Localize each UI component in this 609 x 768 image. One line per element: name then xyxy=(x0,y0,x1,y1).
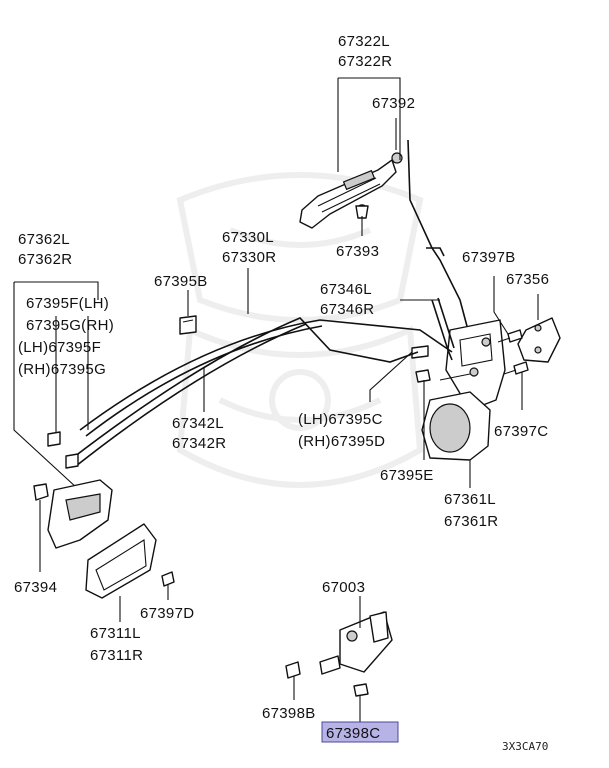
label-67330r[interactable]: 67330R xyxy=(222,249,276,266)
label-67395d[interactable]: (RH)67395D xyxy=(298,433,385,450)
nut-67398c[interactable] xyxy=(353,683,369,722)
actuator-67003-part[interactable] xyxy=(319,611,393,675)
label-67342l[interactable]: 67342L xyxy=(172,415,224,432)
label-67394[interactable]: 67394 xyxy=(14,579,57,596)
label-67395g-rh[interactable]: 67395G(RH) xyxy=(26,317,114,334)
label-67322l[interactable]: 67322L xyxy=(338,33,390,50)
label-67346l[interactable]: 67346L xyxy=(320,281,372,298)
screw-67397c[interactable] xyxy=(503,361,529,375)
screw-67397b[interactable] xyxy=(497,329,523,343)
clip-67395f[interactable] xyxy=(47,431,61,447)
label-67361l[interactable]: 67361L xyxy=(444,491,496,508)
label-67398b[interactable]: 67398B xyxy=(262,705,316,722)
label-67395b[interactable]: 67395B xyxy=(154,273,208,290)
label-67361r[interactable]: 67361R xyxy=(444,513,498,530)
label-67346r[interactable]: 67346R xyxy=(320,301,374,318)
label-67322r[interactable]: 67322R xyxy=(338,53,392,70)
screw-67397d[interactable] xyxy=(161,571,175,600)
label-67395f-lh-2[interactable]: (LH)67395F xyxy=(18,339,101,356)
diagram-ref-code: 3X3CA70 xyxy=(502,740,548,753)
inside-handle-part[interactable] xyxy=(47,479,113,549)
label-67395c[interactable]: (LH)67395C xyxy=(298,411,383,428)
screw-67398b[interactable] xyxy=(285,661,301,700)
clip-67395c[interactable] xyxy=(411,345,429,359)
cable-67330[interactable] xyxy=(79,319,453,431)
clip-67395g[interactable] xyxy=(65,453,79,469)
watermark-logo xyxy=(176,172,424,488)
label-67397c[interactable]: 67397C xyxy=(494,423,548,440)
label-67392[interactable]: 67392 xyxy=(372,95,415,112)
label-67397b[interactable]: 67397B xyxy=(462,249,516,266)
clip-67395e[interactable] xyxy=(415,369,431,383)
label-67395g-rh-2[interactable]: (RH)67395G xyxy=(18,361,106,378)
highlight-box xyxy=(321,721,399,743)
clip-67395b[interactable] xyxy=(179,315,197,335)
clip-67394[interactable] xyxy=(33,483,49,501)
label-67397d[interactable]: 67397D xyxy=(140,605,194,622)
label-67362r[interactable]: 67362R xyxy=(18,251,72,268)
bezel-part[interactable] xyxy=(85,523,157,599)
label-67393[interactable]: 67393 xyxy=(336,243,379,260)
latch-assembly-part[interactable] xyxy=(421,319,506,461)
label-67311l[interactable]: 67311L xyxy=(90,625,141,642)
label-67330l[interactable]: 67330L xyxy=(222,229,274,246)
label-67395e[interactable]: 67395E xyxy=(380,467,434,484)
cable-67342[interactable] xyxy=(69,317,419,461)
label-67356[interactable]: 67356 xyxy=(506,271,549,288)
striker-part[interactable] xyxy=(517,317,561,363)
label-67395f-lh[interactable]: 67395F(LH) xyxy=(26,295,109,312)
label-67362l[interactable]: 67362L xyxy=(18,231,70,248)
label-67003[interactable]: 67003 xyxy=(322,579,365,596)
label-67342r[interactable]: 67342R xyxy=(172,435,226,452)
label-67398c[interactable]: 67398C xyxy=(326,725,380,742)
label-67311r[interactable]: 67311R xyxy=(90,647,143,664)
